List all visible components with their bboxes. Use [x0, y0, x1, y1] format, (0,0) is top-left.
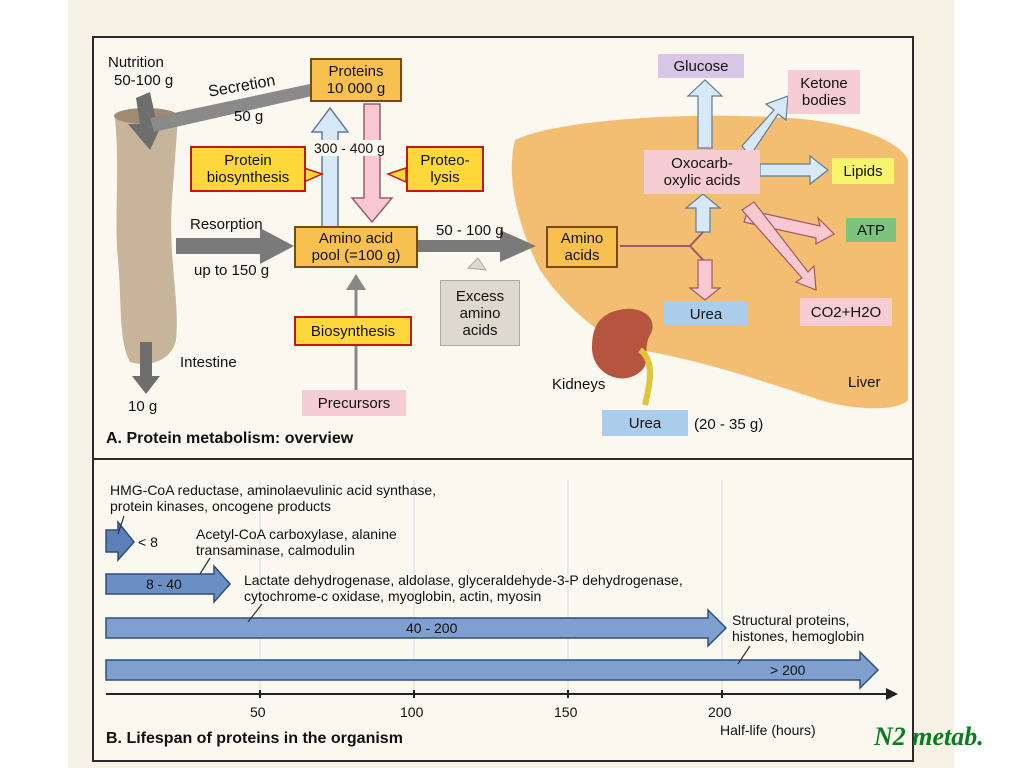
kidneys-label: Kidneys — [552, 376, 606, 393]
range3-label: 40 - 200 — [406, 620, 458, 636]
range-arrow-3 — [105, 608, 728, 648]
range-arrow-4 — [105, 650, 880, 690]
intestine-shape — [115, 112, 178, 364]
pool-line1: Amino acid — [318, 230, 394, 247]
proteins-line1: Proteins — [328, 63, 384, 80]
oxocarboxylic-acids-box: Oxocarb- oxylic acids — [644, 150, 760, 194]
ketone-line2: bodies — [801, 92, 847, 109]
group2-line1: Acetyl-CoA carboxylase, alanine — [196, 526, 397, 542]
proteins-box: Proteins 10 000 g — [310, 58, 402, 102]
liver-label: Liver — [848, 374, 881, 391]
liver-amino-line1: Amino — [560, 230, 604, 247]
group4-line2: histones, hemoglobin — [732, 628, 865, 644]
to-ketone-arrow — [741, 95, 789, 158]
panel-protein-lifespan — [92, 458, 914, 762]
resorption-arrow — [176, 228, 294, 264]
co2-h2o-label: CO2+H2O — [810, 303, 882, 321]
group1-line2: protein kinases, oncogene products — [110, 498, 332, 514]
secretion-band — [150, 84, 312, 132]
turnover-amount: 300 - 400 g — [314, 140, 385, 156]
precursors-label: Precursors — [317, 394, 391, 412]
ketone-bodies-box: Ketone bodies — [788, 70, 860, 114]
proteolysis-line2: lysis — [430, 169, 460, 186]
range1-label: < 8 — [138, 534, 158, 550]
ureter — [638, 347, 653, 406]
footer-brand: N2 metab. — [874, 722, 984, 751]
axis-label: Half-life (hours) — [720, 722, 816, 738]
pool-line2: pool (=100 g) — [311, 247, 401, 264]
urea-amount: (20 - 35 g) — [694, 416, 764, 433]
panel-b-title: B. Lifespan of proteins in the organism — [106, 730, 403, 747]
atp-label: ATP — [856, 221, 886, 239]
excess-amino-acids-box: Excess amino acids — [440, 280, 520, 346]
proteolysis-box: Proteo- lysis — [406, 146, 484, 192]
nutrition-label: Nutrition — [108, 54, 164, 71]
panel-a-title: A. Protein metabolism: overview — [106, 430, 354, 447]
transfer-amount: 50 - 100 g — [436, 222, 504, 239]
group1-line1: HMG-CoA reductase, aminolaevulinic acid … — [110, 482, 437, 498]
branch-line — [620, 229, 706, 263]
group2-line2: transaminase, calmodulin — [196, 542, 355, 558]
precursors-box: Precursors — [302, 390, 406, 416]
resorption-label: Resorption — [190, 216, 263, 233]
transfer-arrow — [418, 230, 536, 262]
excess-line3: acids — [462, 321, 498, 339]
tick-50: 50 — [250, 704, 266, 720]
intestine-label: Intestine — [180, 354, 237, 371]
lipids-label: Lipids — [843, 162, 883, 180]
tick-150: 150 — [554, 704, 578, 720]
resorption-amount: up to 150 g — [194, 262, 270, 279]
excess-line2: amino — [459, 304, 501, 322]
glucose-box: Glucose — [658, 54, 744, 78]
excess-line1: Excess — [455, 287, 505, 305]
amino-acid-pool-box: Amino acid pool (=100 g) — [294, 226, 418, 268]
atp-box: ATP — [846, 218, 896, 242]
to-urea-arrow — [688, 259, 722, 301]
lipids-box: Lipids — [832, 158, 894, 184]
range-arrow-2 — [105, 564, 232, 604]
nutrition-amount: 50-100 g — [114, 72, 174, 89]
secretion-amount: 50 g — [234, 108, 264, 125]
range-arrow-1 — [105, 519, 135, 562]
biosynthesis-up-arrow — [310, 106, 350, 229]
proteolysis-down-arrow — [350, 103, 394, 224]
oxo-line2: oxylic acids — [663, 172, 741, 189]
urea-excretion-box: Urea — [602, 410, 688, 436]
range2-label: 8 - 40 — [146, 576, 182, 592]
fecal-arrow — [132, 342, 160, 394]
liver-amino-acids-box: Amino acids — [546, 226, 618, 268]
oxo-line1: Oxocarb- — [671, 155, 733, 172]
to-lipids-arrow — [759, 154, 829, 186]
nutrition-arrow — [128, 92, 166, 150]
group4-line1: Structural proteins, — [732, 612, 850, 628]
group3-line2: cytochrome-c oxidase, myoglobin, actin, … — [244, 588, 542, 604]
co2-h2o-box: CO2+H2O — [800, 298, 892, 326]
to-glucose-arrow — [686, 79, 724, 149]
urea-out-label: Urea — [628, 414, 662, 432]
biosynthesis-box: Biosynthesis — [294, 316, 412, 346]
proteolysis-line1: Proteo- — [420, 152, 470, 169]
ketone-line1: Ketone — [800, 75, 848, 92]
fecal-amount: 10 g — [128, 398, 158, 415]
liver-amino-line2: acids — [564, 247, 600, 264]
urea-liver-label: Urea — [689, 305, 723, 323]
to-oxo-arrow — [684, 193, 722, 233]
tick-100: 100 — [400, 704, 424, 720]
tick-200: 200 — [708, 704, 732, 720]
protein-biosynthesis-line2: biosynthesis — [206, 169, 290, 186]
range4-label: > 200 — [770, 662, 806, 678]
kidney-shape — [592, 308, 653, 379]
to-co2-arrow — [741, 201, 817, 291]
glucose-label: Glucose — [673, 57, 729, 75]
protein-biosynthesis-box: Protein biosynthesis — [190, 146, 306, 192]
protein-biosynthesis-line1: Protein — [224, 152, 272, 169]
urea-liver-box: Urea — [664, 302, 748, 326]
group3-line1: Lactate dehydrogenase, aldolase, glycera… — [244, 572, 683, 588]
biosynthesis-label: Biosynthesis — [310, 322, 396, 340]
proteins-line2: 10 000 g — [326, 80, 386, 97]
